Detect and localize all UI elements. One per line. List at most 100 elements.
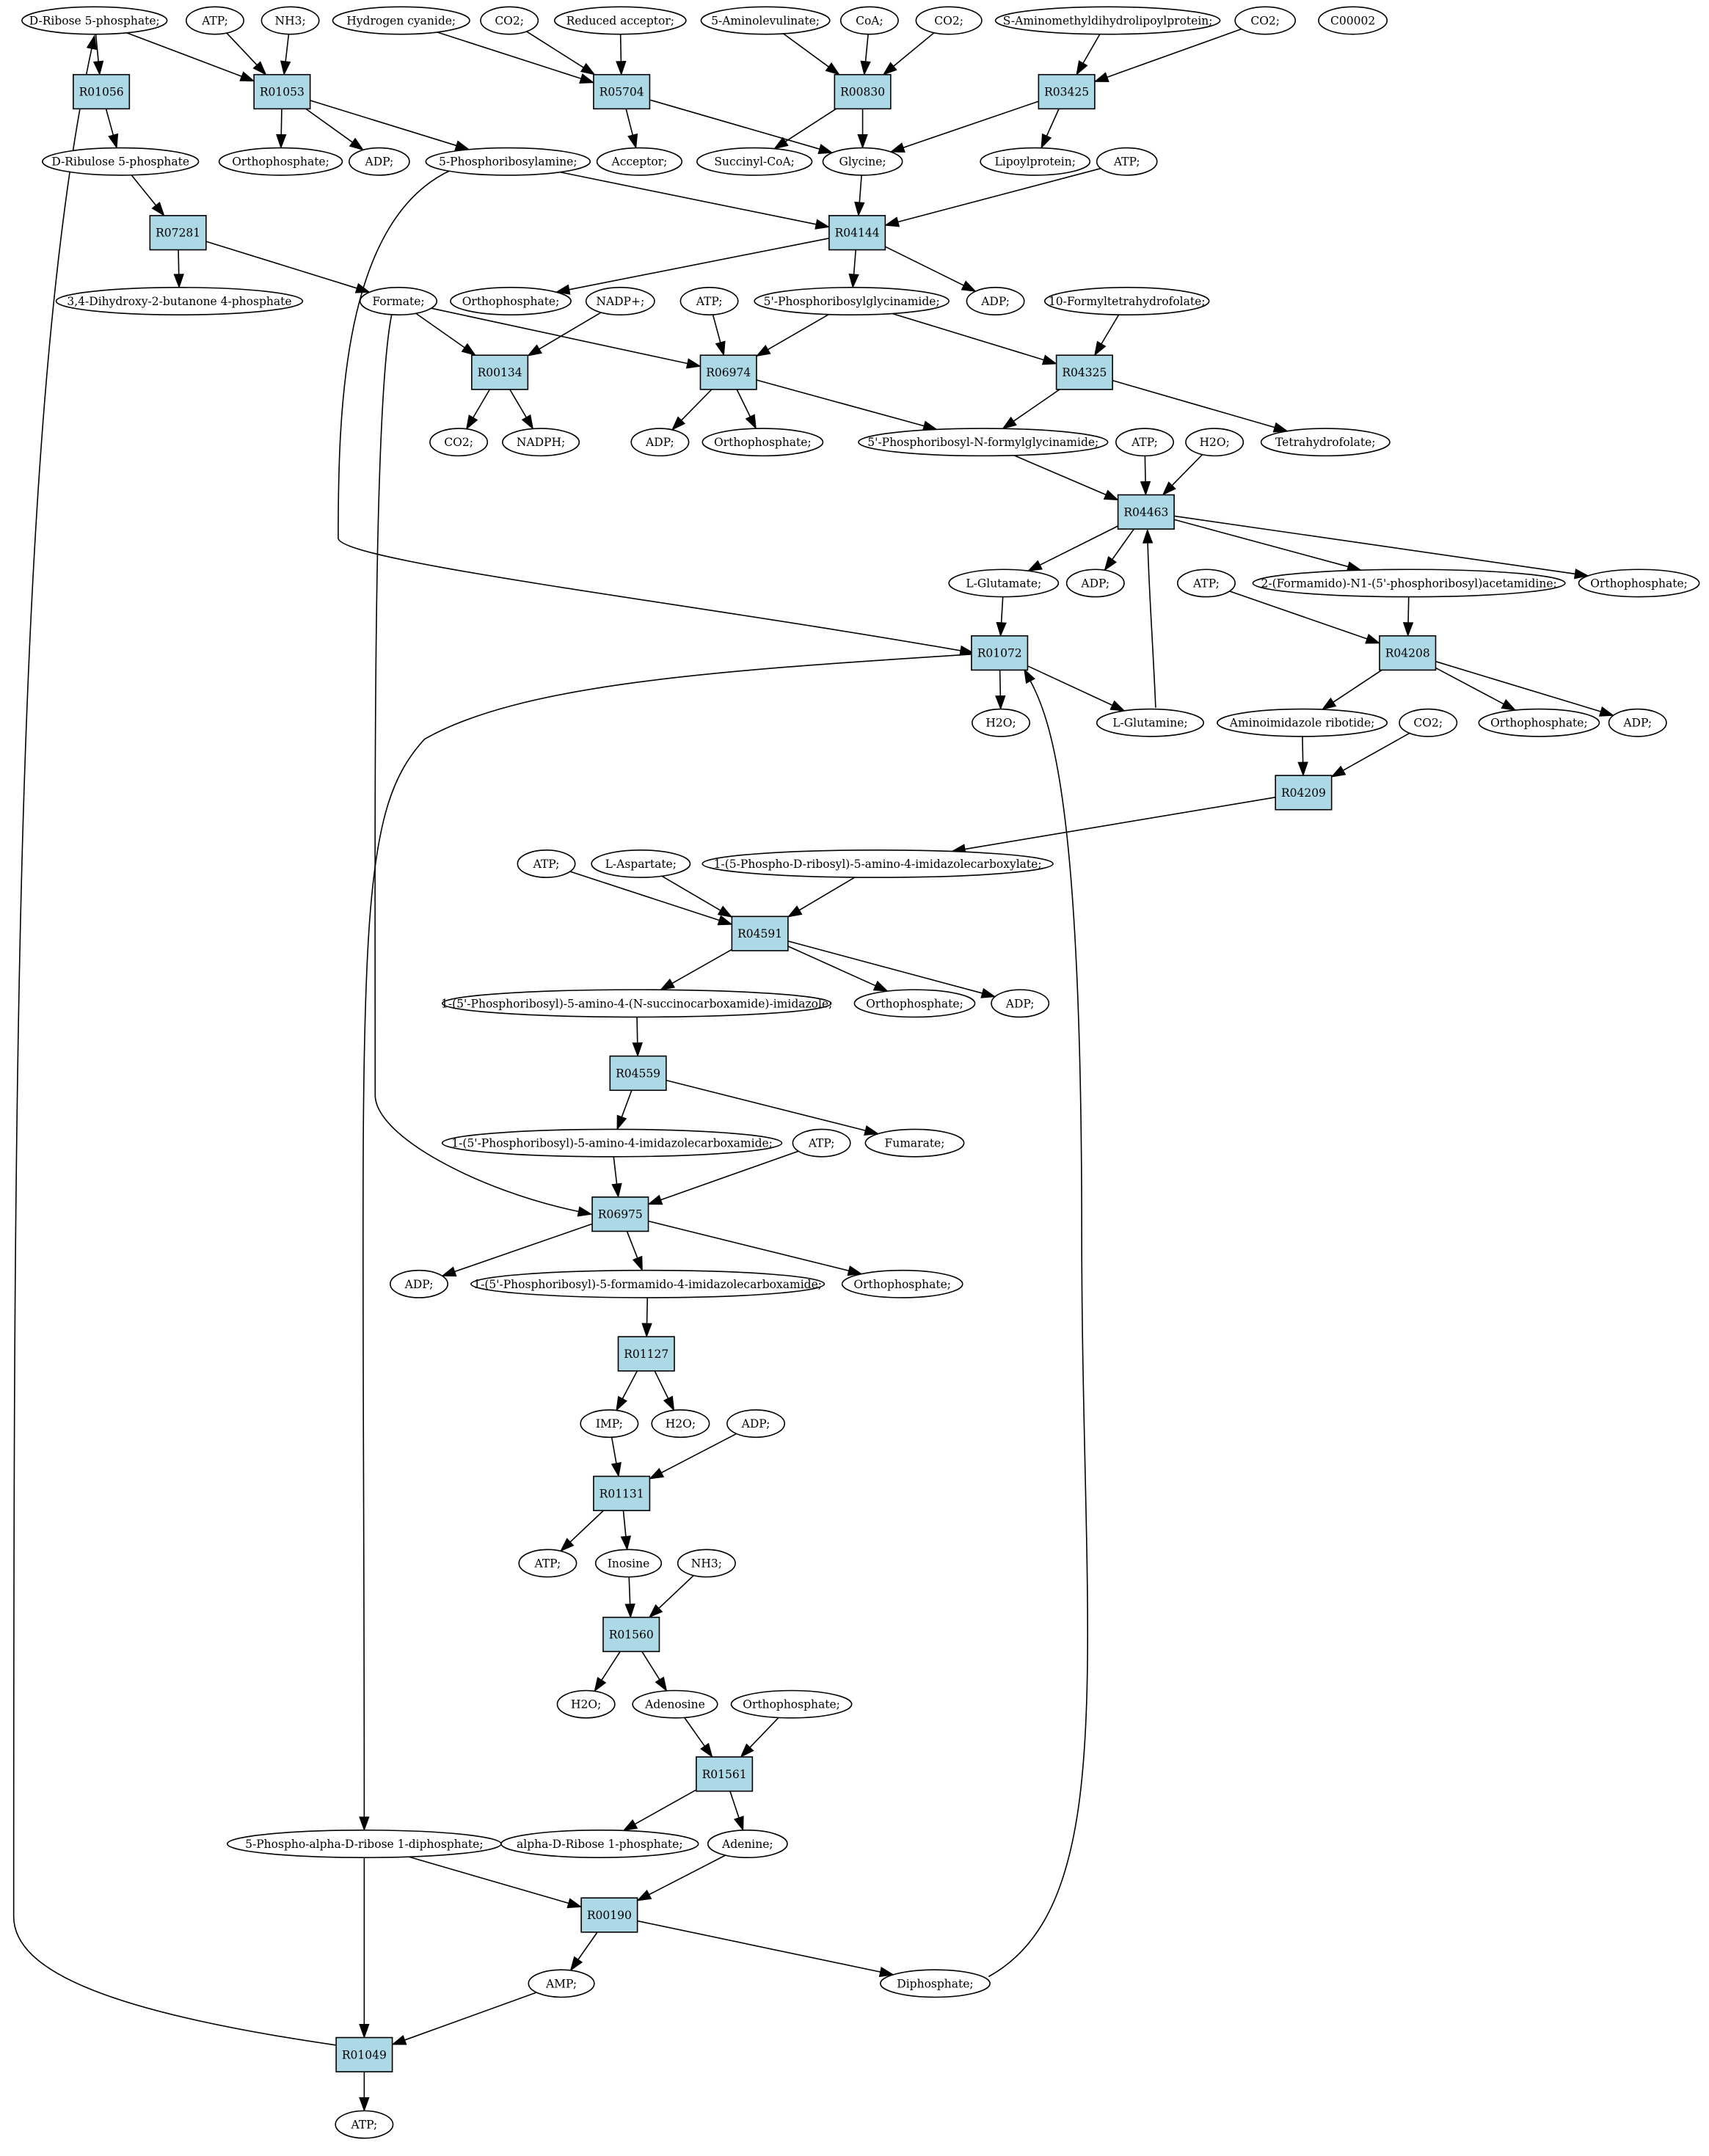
compound-fgam-node[interactable]: 2-(Formamido)-N1-(5'-phosphoribosyl)acet…: [1252, 569, 1566, 598]
reaction-r03425-node[interactable]: R03425: [1038, 73, 1096, 110]
reaction-r04325-node[interactable]: R04325: [1055, 354, 1113, 390]
reaction-r04144-node[interactable]: R04144: [828, 215, 886, 251]
compound-adp6-node[interactable]: ADP;: [991, 989, 1050, 1018]
compound-r1p-node[interactable]: alpha-D-Ribose 1-phosphate;: [500, 1830, 699, 1858]
compound-gly-node[interactable]: Glycine;: [822, 147, 903, 176]
compound-fthf-node[interactable]: 10-Formyltetrahydrofolate;: [1043, 287, 1210, 315]
reaction-r01053-node[interactable]: R01053: [253, 73, 311, 110]
compound-co2c-node[interactable]: CO2;: [1234, 6, 1297, 35]
compound-h2oc-node[interactable]: H2O;: [651, 1409, 710, 1439]
compound-hcn-node[interactable]: Hydrogen cyanide;: [332, 6, 470, 35]
compound-coa-node[interactable]: CoA;: [839, 6, 899, 35]
compound-c00002-node[interactable]: C00002: [1318, 6, 1388, 35]
reaction-r00134-node[interactable]: R00134: [471, 354, 529, 390]
compound-atp4-node[interactable]: ATP;: [1115, 428, 1174, 457]
compound-nh3b-node[interactable]: NH3;: [677, 1549, 736, 1578]
compound-cair-node[interactable]: 1-(5-Phospho-D-ribosyl)-5-amino-4-imidaz…: [702, 849, 1054, 878]
compound-fum-node[interactable]: Fumarate;: [864, 1128, 965, 1158]
compound-prpa-node[interactable]: 5-Phosphoribosylamine;: [425, 147, 591, 176]
reaction-r04591-node[interactable]: R04591: [731, 916, 789, 951]
compound-atp6-node[interactable]: ATP;: [517, 849, 576, 878]
compound-form-node[interactable]: Formate;: [359, 287, 438, 315]
compound-co2b-node[interactable]: CO2;: [915, 6, 983, 35]
compound-ortho7-node[interactable]: Orthophosphate;: [841, 1269, 963, 1298]
compound-nh3a-node[interactable]: NH3;: [260, 6, 320, 35]
compound-pp-node[interactable]: Diphosphate;: [880, 1969, 991, 1998]
compound-adp1-node[interactable]: ADP;: [349, 147, 410, 176]
reaction-r00830-node[interactable]: R00830: [834, 73, 892, 110]
compound-ala-node[interactable]: 5-Aminolevulinate;: [700, 6, 831, 35]
reaction-r07281-node[interactable]: R07281: [149, 215, 207, 251]
compound-h2od-node[interactable]: H2O;: [556, 1689, 616, 1719]
reaction-r01561-node[interactable]: R01561: [696, 1756, 754, 1792]
reaction-r01072-node[interactable]: R01072: [971, 635, 1029, 671]
compound-gln-node[interactable]: L-Glutamine;: [1096, 708, 1205, 737]
compound-ortho4-node[interactable]: Orthophosphate;: [1578, 569, 1700, 598]
compound-succoa-node[interactable]: Succinyl-CoA;: [696, 147, 813, 176]
compound-h2oa-node[interactable]: H2O;: [1185, 428, 1245, 457]
compound-thf-node[interactable]: Tetrahydrofolate;: [1260, 428, 1391, 457]
compound-atp1-node[interactable]: ATP;: [185, 6, 244, 35]
reaction-r04208-node[interactable]: R04208: [1379, 635, 1437, 671]
compound-ortho1-node[interactable]: Orthophosphate;: [218, 147, 343, 176]
compound-atp3-shape: [679, 287, 739, 315]
reaction-r05704-node[interactable]: R05704: [593, 73, 651, 110]
compound-saicar-node[interactable]: 1-(5'-Phosphoribosyl)-5-amino-4-(N-succi…: [441, 989, 832, 1018]
compound-atp3-node[interactable]: ATP;: [679, 287, 739, 315]
reaction-r00190-node[interactable]: R00190: [580, 1897, 638, 1933]
compound-co2d-node[interactable]: CO2;: [429, 428, 489, 457]
compound-adp4-node[interactable]: ADP;: [1065, 569, 1125, 598]
compound-ortho2-node[interactable]: Orthophosphate;: [450, 287, 572, 315]
compound-r5p2-node[interactable]: D-Ribulose 5-phosphate: [42, 147, 200, 176]
reaction-r01056-node[interactable]: R01056: [73, 73, 131, 110]
compound-co2a-node[interactable]: CO2;: [480, 6, 539, 35]
compound-ortho3-node[interactable]: Orthophosphate;: [702, 428, 824, 457]
reaction-r01127-node[interactable]: R01127: [617, 1336, 675, 1372]
compound-amp-node[interactable]: AMP;: [528, 1969, 595, 1998]
reaction-r06975-node[interactable]: R06975: [591, 1196, 649, 1232]
compound-acc-node[interactable]: Acceptor;: [596, 147, 683, 176]
compound-atp5-node[interactable]: ATP;: [1176, 569, 1236, 598]
compound-adp7-node[interactable]: ADP;: [390, 1269, 448, 1298]
compound-gar-node[interactable]: 5'-Phosphoribosylglycinamide;: [754, 287, 950, 315]
compound-adenine-node[interactable]: Adenine;: [707, 1830, 788, 1858]
reaction-r01560-node[interactable]: R01560: [602, 1616, 660, 1653]
compound-atp2-node[interactable]: ATP;: [1096, 147, 1158, 176]
compound-adp3-node[interactable]: ADP;: [630, 428, 690, 457]
compound-fum-label: Fumarate;: [885, 1137, 945, 1150]
compound-redacc-node[interactable]: Reduced acceptor;: [553, 6, 687, 35]
compound-ade-node[interactable]: Adenosine: [632, 1689, 718, 1719]
reaction-r04463-node[interactable]: R04463: [1117, 494, 1175, 530]
compound-ortho6-node[interactable]: Orthophosphate;: [853, 989, 976, 1018]
reaction-r04559-node[interactable]: R04559: [609, 1055, 667, 1092]
compound-asp-node[interactable]: L-Aspartate;: [591, 849, 691, 878]
compound-h2ob-node[interactable]: H2O;: [972, 708, 1031, 737]
compound-samdl-node[interactable]: S-Aminomethyldihydrolipoylprotein;: [994, 6, 1221, 35]
compound-atp8-node[interactable]: ATP;: [518, 1549, 577, 1578]
compound-fgar-node[interactable]: 5'-Phosphoribosyl-N-formylglycinamide;: [858, 428, 1109, 457]
compound-dhbp-node[interactable]: 3,4-Dihydroxy-2-butanone 4-phosphate: [55, 287, 304, 315]
reaction-r06974-node[interactable]: R06974: [699, 354, 757, 390]
compound-nadp-node[interactable]: NADP+;: [585, 287, 655, 315]
compound-nadph-node[interactable]: NADPH;: [502, 428, 580, 457]
compound-air-node[interactable]: Aminoimidazole ribotide;: [1217, 708, 1388, 737]
compound-atp9-node[interactable]: ATP;: [335, 2110, 394, 2139]
compound-glu-node[interactable]: L-Glutamate;: [948, 569, 1060, 598]
compound-co2e-node[interactable]: CO2;: [1399, 708, 1458, 737]
compound-adp2-node[interactable]: ADP;: [966, 287, 1025, 315]
reaction-r04209-node[interactable]: R04209: [1275, 775, 1333, 811]
compound-lipo-node[interactable]: Lipoylprotein;: [980, 147, 1091, 176]
compound-adp8-node[interactable]: ADP;: [726, 1409, 786, 1439]
compound-ortho5-node[interactable]: Orthophosphate;: [1478, 708, 1600, 737]
compound-atp7-node[interactable]: ATP;: [792, 1128, 851, 1158]
compound-faicar-node[interactable]: 1-(5'-Phosphoribosyl)-5-formamido-4-imid…: [470, 1269, 826, 1298]
compound-ino-node[interactable]: Inosine: [594, 1549, 663, 1578]
compound-adp5-node[interactable]: ADP;: [1608, 708, 1667, 737]
compound-ortho8-node[interactable]: Orthophosphate;: [730, 1689, 853, 1719]
compound-imp-node[interactable]: IMP;: [580, 1409, 639, 1439]
reaction-r01049-node[interactable]: R01049: [335, 2036, 393, 2072]
compound-prpp-node[interactable]: 5-Phospho-alpha-D-ribose 1-diphosphate;: [226, 1830, 502, 1858]
compound-r5p-node[interactable]: D-Ribose 5-phosphate;: [21, 6, 168, 35]
reaction-r01131-node[interactable]: R01131: [593, 1475, 651, 1511]
compound-aicar-node[interactable]: 1-(5'-Phosphoribosyl)-5-amino-4-imidazol…: [441, 1128, 783, 1158]
